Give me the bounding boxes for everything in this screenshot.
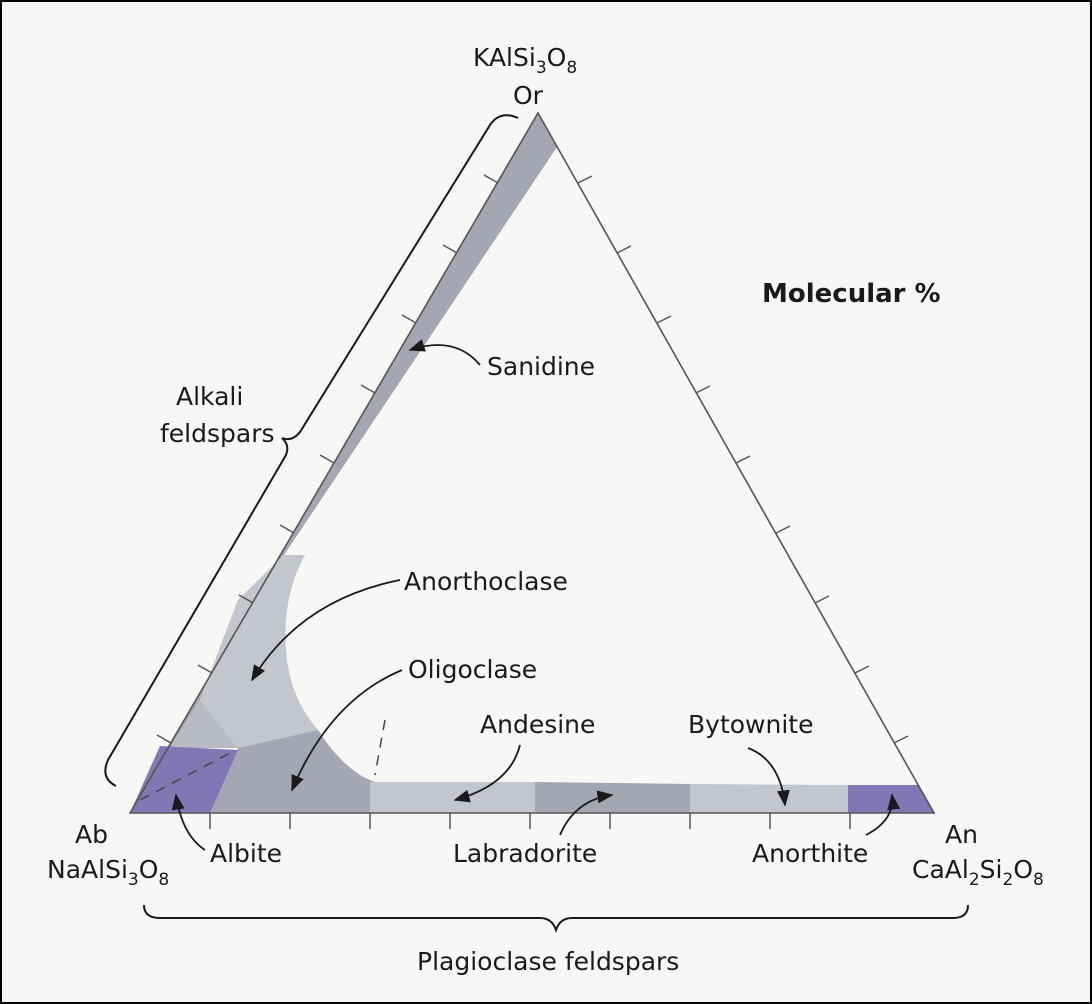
anorthite-formula: CaAl2Si2O8 xyxy=(912,855,1044,890)
oligoclase-label: Oligoclase xyxy=(408,655,537,684)
andesine-label: Andesine xyxy=(480,710,595,739)
alkali-bracket xyxy=(104,114,519,787)
sanidine-field xyxy=(130,113,557,813)
albite-arrow xyxy=(171,793,206,851)
plagioclase-bracket xyxy=(143,904,969,934)
sanidine-arrow xyxy=(408,339,481,366)
left-edge-ticks xyxy=(156,174,499,744)
labradorite-field xyxy=(535,782,690,813)
oligoclase-field xyxy=(210,730,375,813)
oligoclase-arrow xyxy=(291,669,403,792)
alkali-feldspars-label-line1: Alkali xyxy=(176,382,243,411)
labradorite-arrow xyxy=(559,790,614,836)
anorthoclase-arrow xyxy=(251,579,401,682)
anorthite-abbr: An xyxy=(945,820,978,849)
sanidine-label: Sanidine xyxy=(487,352,595,381)
right-edge-ticks xyxy=(577,175,909,744)
orthoclase-abbr: Or xyxy=(513,81,544,110)
diagram-title: Molecular % xyxy=(762,279,941,309)
labradorite-label: Labradorite xyxy=(453,839,597,868)
orthoclase-formula: KAlSi3O8 xyxy=(473,43,577,78)
anorthoclase-label: Anorthoclase xyxy=(404,567,568,596)
anorthoclase-field-lower xyxy=(130,700,238,813)
bytownite-field xyxy=(690,784,848,813)
albite-label: Albite xyxy=(210,839,282,868)
albite-abbr: Ab xyxy=(75,820,108,849)
oligoclase-dashed-boundary xyxy=(374,719,386,776)
andesine-field xyxy=(370,782,535,813)
bytownite-arrow xyxy=(747,747,790,807)
alkali-feldspars-label-line2: feldspars xyxy=(160,419,275,448)
anorthite-arrow xyxy=(865,793,901,836)
anorthite-label: Anorthite xyxy=(752,839,868,868)
andesine-arrow xyxy=(453,744,521,803)
plagioclase-feldspars-label: Plagioclase feldspars xyxy=(417,947,679,976)
bytownite-label: Bytownite xyxy=(688,710,813,739)
albite-formula: NaAlSi3O8 xyxy=(47,855,169,890)
anorthoclase-field xyxy=(200,555,318,748)
bottom-edge-ticks xyxy=(209,813,851,829)
